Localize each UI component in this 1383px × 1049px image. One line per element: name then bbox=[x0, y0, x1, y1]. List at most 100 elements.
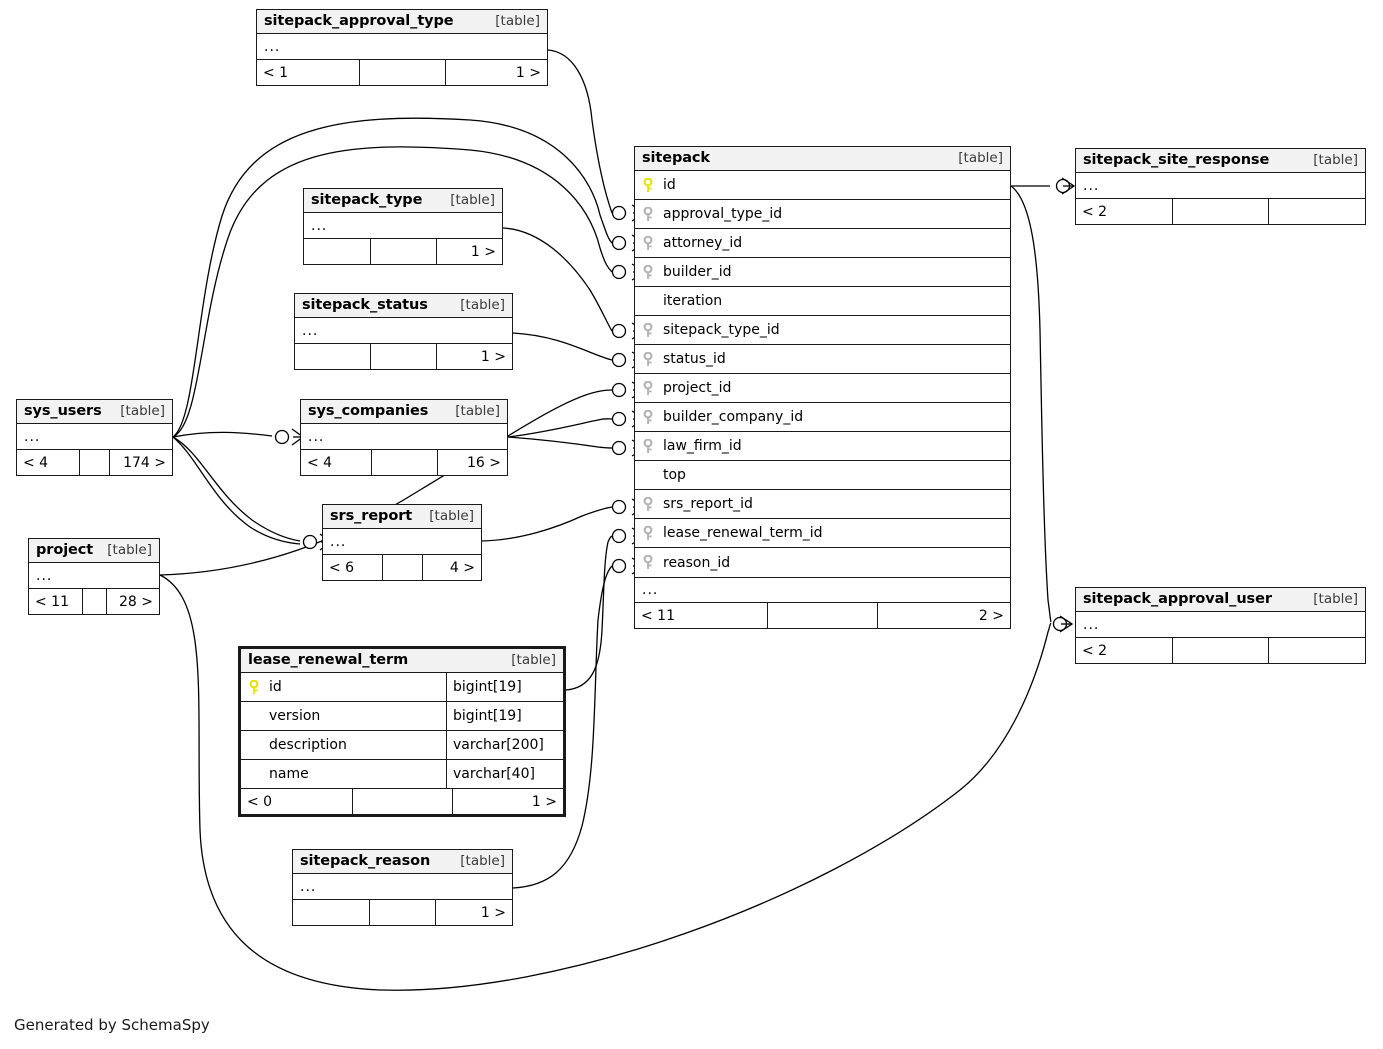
table-sitepack-status[interactable]: sitepack_status [table] ... 1 > bbox=[294, 293, 513, 370]
foreign-key-icon bbox=[643, 322, 653, 337]
footer-mid bbox=[768, 603, 878, 628]
column-name-cell: attorney_id bbox=[635, 235, 1010, 251]
footer-children: 1 > bbox=[480, 348, 506, 365]
column-row-project-id[interactable]: project_id bbox=[635, 374, 1010, 403]
footer-mid bbox=[372, 450, 438, 475]
column-name: approval_type_id bbox=[663, 206, 783, 222]
table-footer: 1 > bbox=[295, 344, 512, 369]
column-row-attorney-id[interactable]: attorney_id bbox=[635, 229, 1010, 258]
column-row[interactable]: name varchar[40] bbox=[241, 760, 563, 789]
foreign-key-icon bbox=[643, 438, 653, 453]
column-row-law-firm-id[interactable]: law_firm_id bbox=[635, 432, 1010, 461]
table-name: sitepack_reason bbox=[300, 853, 431, 869]
table-name: sys_users bbox=[24, 403, 102, 419]
ellipsis-row: ... bbox=[1076, 612, 1365, 638]
column-row-status-id[interactable]: status_id bbox=[635, 345, 1010, 374]
column-row-srs-report-id[interactable]: srs_report_id bbox=[635, 490, 1010, 519]
column-name-cell: builder_company_id bbox=[635, 409, 1010, 425]
column-row-sitepack-type-id[interactable]: sitepack_type_id bbox=[635, 316, 1010, 345]
footer-parents: < 6 bbox=[323, 555, 383, 580]
footer-children: 1 > bbox=[531, 793, 557, 810]
footer-parents: < 11 bbox=[29, 589, 83, 614]
footer-parents bbox=[304, 239, 371, 264]
column-type: bigint[19] bbox=[446, 673, 563, 701]
column-name-cell: name bbox=[241, 766, 446, 782]
primary-key-icon bbox=[249, 679, 259, 694]
table-name: lease_renewal_term bbox=[248, 652, 409, 668]
footer-children: 174 > bbox=[123, 454, 166, 471]
table-header: project [table] bbox=[29, 539, 159, 563]
table-footer: < 11 28 > bbox=[29, 589, 159, 614]
ellipsis-row: ... bbox=[295, 318, 512, 344]
table-sitepack-approval-type[interactable]: sitepack_approval_type [table] ... < 1 1… bbox=[256, 9, 548, 86]
footer-mid bbox=[83, 589, 107, 614]
table-tag: [table] bbox=[450, 192, 495, 208]
table-project[interactable]: project [table] ... < 11 28 > bbox=[28, 538, 160, 615]
column-name: project_id bbox=[663, 380, 732, 396]
footer-parents: < 2 bbox=[1076, 199, 1173, 224]
column-row[interactable]: id bigint[19] bbox=[241, 673, 563, 702]
column-name: builder_id bbox=[663, 264, 732, 280]
table-sitepack-site-response[interactable]: sitepack_site_response [table] ... < 2 bbox=[1075, 148, 1366, 225]
column-name: id bbox=[663, 177, 676, 193]
footer-mid bbox=[371, 344, 437, 369]
column-type: varchar[200] bbox=[446, 731, 563, 759]
ellipsis-row: ... bbox=[323, 529, 481, 555]
column-row[interactable]: version bigint[19] bbox=[241, 702, 563, 731]
column-name-cell: iteration bbox=[635, 293, 1010, 309]
ellipsis-row: ... bbox=[293, 874, 512, 900]
table-name: sitepack_status bbox=[302, 297, 428, 313]
column-row-id[interactable]: id bbox=[635, 171, 1010, 200]
table-sys-companies[interactable]: sys_companies [table] ... < 4 16 > bbox=[300, 399, 508, 476]
table-header: srs_report [table] bbox=[323, 505, 481, 529]
column-type: varchar[40] bbox=[446, 760, 563, 788]
table-name: sitepack bbox=[642, 150, 710, 166]
table-tag: [table] bbox=[107, 542, 152, 558]
ellipsis-row: ... bbox=[301, 424, 507, 450]
column-row-top[interactable]: top bbox=[635, 461, 1010, 490]
column-name: srs_report_id bbox=[663, 496, 753, 512]
table-footer: < 0 1 > bbox=[241, 789, 563, 814]
column-row-builder-company-id[interactable]: builder_company_id bbox=[635, 403, 1010, 432]
table-header: sys_users [table] bbox=[17, 400, 172, 424]
table-sitepack-type[interactable]: sitepack_type [table] ... 1 > bbox=[303, 188, 503, 265]
column-row-builder-id[interactable]: builder_id bbox=[635, 258, 1010, 287]
table-srs-report[interactable]: srs_report [table] ... < 6 4 > bbox=[322, 504, 482, 581]
table-sitepack-reason[interactable]: sitepack_reason [table] ... 1 > bbox=[292, 849, 513, 926]
column-name-cell: srs_report_id bbox=[635, 496, 1010, 512]
table-lease-renewal-term[interactable]: lease_renewal_term [table] id bigint[19]… bbox=[238, 646, 566, 817]
table-tag: [table] bbox=[1313, 591, 1358, 607]
column-name: builder_company_id bbox=[663, 409, 804, 425]
column-type: bigint[19] bbox=[446, 702, 563, 730]
table-footer: 1 > bbox=[304, 239, 502, 264]
column-row-iteration[interactable]: iteration bbox=[635, 287, 1010, 316]
table-sitepack-approval-user[interactable]: sitepack_approval_user [table] ... < 2 bbox=[1075, 587, 1366, 664]
foreign-key-icon bbox=[643, 409, 653, 424]
column-row[interactable]: description varchar[200] bbox=[241, 731, 563, 760]
column-row-reason-id[interactable]: reason_id bbox=[635, 548, 1010, 577]
column-name-cell: approval_type_id bbox=[635, 206, 1010, 222]
primary-key-icon bbox=[643, 177, 653, 192]
column-row-approval-type-id[interactable]: approval_type_id bbox=[635, 200, 1010, 229]
footer-children: 1 > bbox=[470, 243, 496, 260]
column-name-cell: description bbox=[241, 737, 446, 753]
column-name: version bbox=[269, 708, 321, 724]
column-name-cell: reason_id bbox=[635, 555, 1010, 571]
column-name: id bbox=[269, 679, 282, 695]
table-header: sitepack_approval_type [table] bbox=[257, 10, 547, 34]
footer-mid bbox=[370, 900, 436, 925]
table-tag: [table] bbox=[460, 297, 505, 313]
footer-mid bbox=[383, 555, 423, 580]
footer-children: 2 > bbox=[978, 607, 1004, 624]
footer-children: 1 > bbox=[480, 904, 506, 921]
column-name: attorney_id bbox=[663, 235, 743, 251]
footer-mid bbox=[353, 789, 453, 814]
table-sys-users[interactable]: sys_users [table] ... < 4 174 > bbox=[16, 399, 173, 476]
footer-parents bbox=[293, 900, 370, 925]
footer-parents: < 4 bbox=[17, 450, 80, 475]
column-name-cell: id bbox=[635, 177, 1010, 193]
column-row-lease-renewal-term-id[interactable]: lease_renewal_term_id bbox=[635, 519, 1010, 548]
table-header: sitepack_status [table] bbox=[295, 294, 512, 318]
